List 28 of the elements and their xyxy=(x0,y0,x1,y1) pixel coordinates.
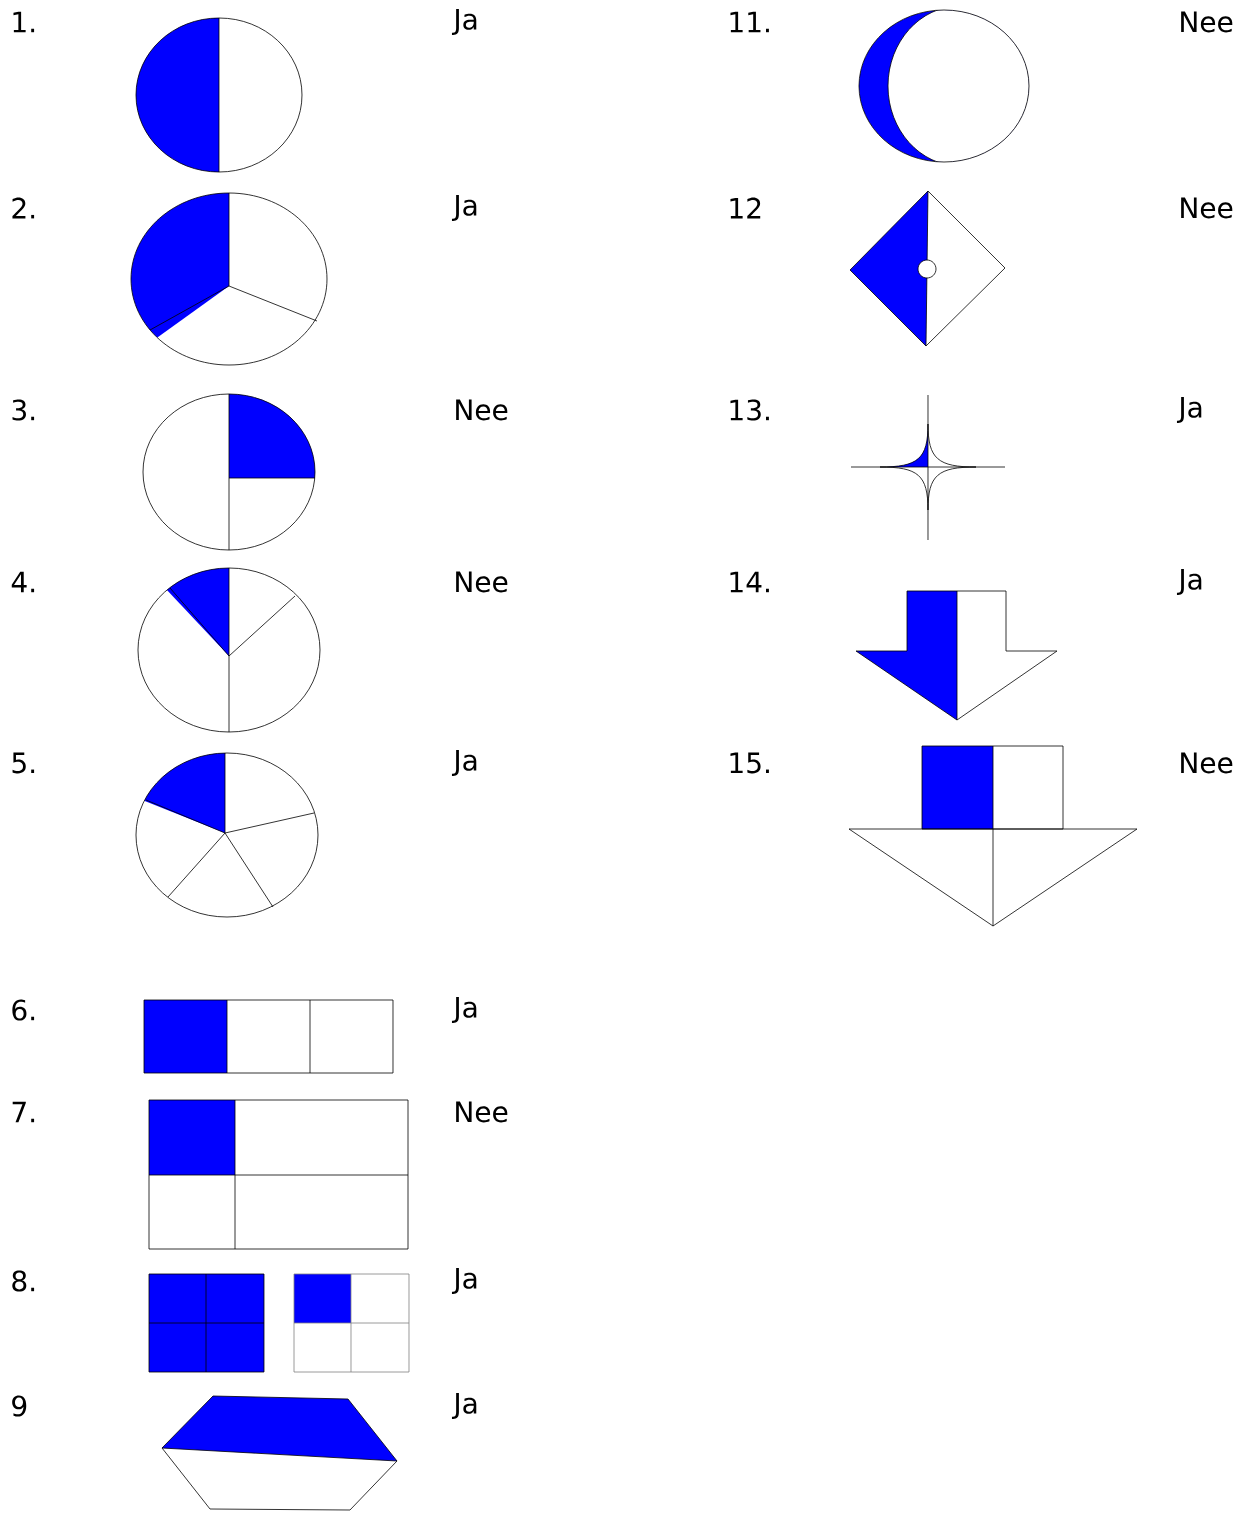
item-number: 7. xyxy=(12,1101,35,1123)
answer-text: Ja xyxy=(451,1393,477,1419)
answer-text: Ja xyxy=(1176,569,1202,595)
item-number: 4. xyxy=(11,571,35,593)
answer-text: Nee xyxy=(1181,752,1233,774)
answer-text: Ja xyxy=(451,1268,477,1294)
answer-text: Nee xyxy=(456,1101,508,1123)
item-number: 11. xyxy=(730,11,769,33)
answer-text: Ja xyxy=(451,195,477,221)
answer-text: Ja xyxy=(451,997,477,1023)
item-number: 5. xyxy=(12,752,35,774)
answer-text: Nee xyxy=(1181,197,1233,219)
answer-text: Nee xyxy=(456,571,508,593)
answer-text: Nee xyxy=(456,399,508,421)
item-number: 6. xyxy=(12,999,35,1021)
answer-text: Ja xyxy=(1176,397,1202,423)
item-number: 15. xyxy=(730,752,769,774)
answer-text: Ja xyxy=(451,9,477,35)
item-number: 14. xyxy=(730,571,769,593)
item-number: 13. xyxy=(730,399,769,421)
item-number: 9 xyxy=(12,1395,27,1417)
item-number: 1. xyxy=(13,11,35,33)
item-number: 12 xyxy=(730,197,761,219)
item-number: 2. xyxy=(12,197,35,219)
item-number: 8. xyxy=(12,1270,35,1292)
answer-text: Ja xyxy=(451,750,477,776)
item-number: 3. xyxy=(12,399,35,421)
answer-text: Nee xyxy=(1181,11,1233,33)
